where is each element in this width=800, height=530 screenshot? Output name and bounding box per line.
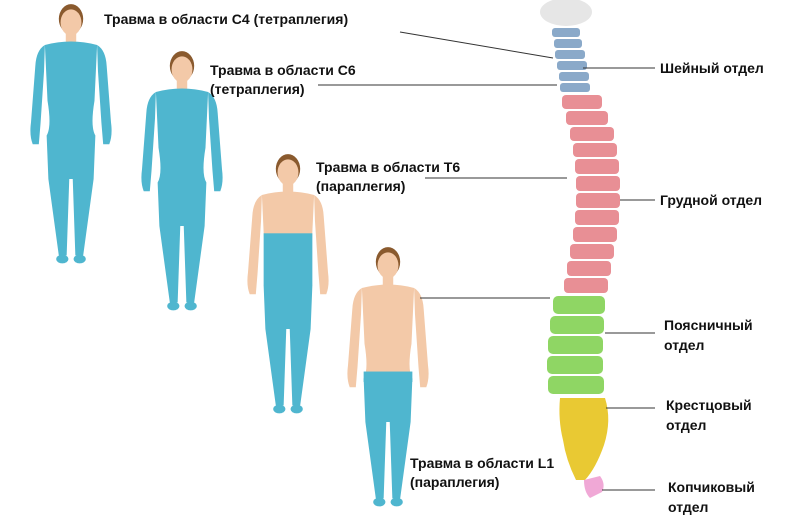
- injury-label-l1: Травма в области L1: [410, 455, 554, 471]
- skull-hint: [540, 0, 592, 26]
- section-label-thoracic: Грудной отдел: [660, 192, 762, 208]
- injury-label-t6-sub: (параплегия): [316, 178, 405, 194]
- injury-label-c4: Травма в области С4 (тетраплегия): [104, 11, 348, 27]
- spine-thoracic: [562, 95, 620, 293]
- spine-lumbar: [547, 296, 605, 394]
- section-label-sacral: Крестцовый: [666, 397, 752, 413]
- section-label-lumbar-sub: отдел: [664, 337, 704, 353]
- spine-sacral: [559, 398, 608, 480]
- spine: [540, 0, 620, 498]
- figure-c4: [30, 4, 111, 263]
- section-label-lumbar: Поясничный: [664, 317, 753, 333]
- injury-label-c6: Травма в области С6: [210, 62, 356, 78]
- injury-label-l1-sub: (параплегия): [410, 474, 499, 490]
- section-label-coccyx: Копчиковый: [668, 479, 755, 495]
- section-label-cervical: Шейный отдел: [660, 60, 764, 76]
- spine-coccyx: [584, 476, 604, 498]
- section-label-coccyx-sub: отдел: [668, 499, 708, 515]
- injury-label-c6-sub: (тетраплегия): [210, 81, 305, 97]
- injury-label-t6: Травма в области Т6: [316, 159, 460, 175]
- spine-cervical: [552, 28, 590, 92]
- section-labels: Шейный отдел Грудной отдел Поясничный от…: [660, 60, 764, 515]
- section-label-sacral-sub: отдел: [666, 417, 706, 433]
